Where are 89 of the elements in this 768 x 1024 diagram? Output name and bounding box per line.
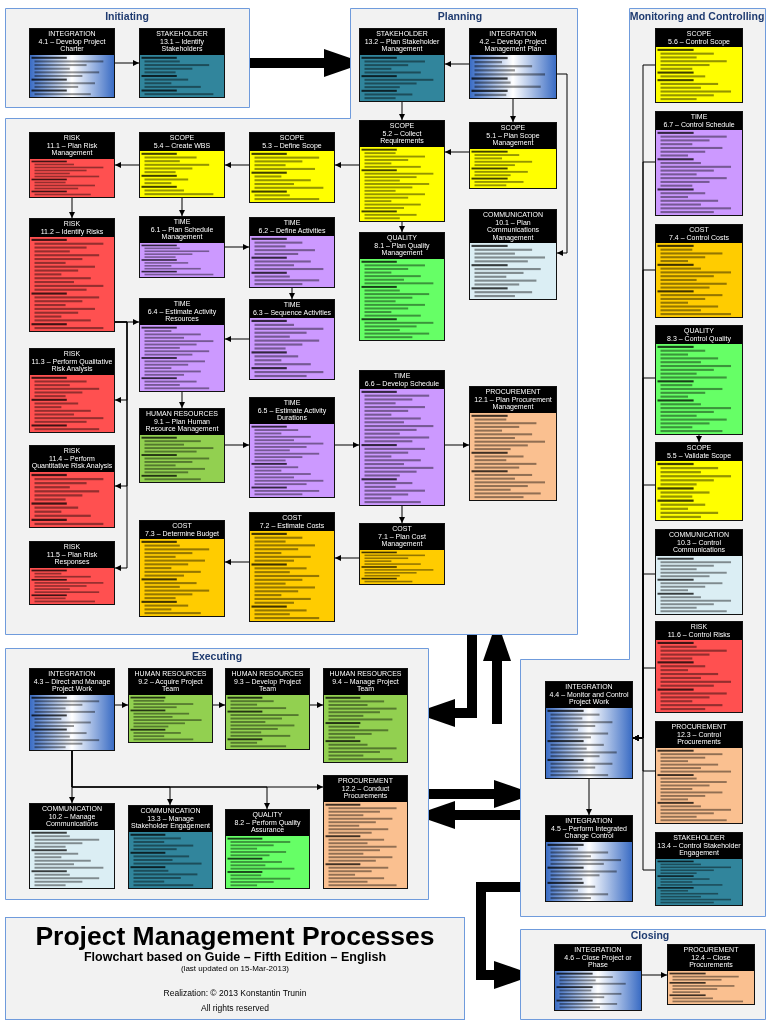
arrow xyxy=(69,197,75,219)
process-box xyxy=(249,397,335,498)
subtitle: Flowchart based on Guide – Fifth Edition – English xyxy=(83,951,387,965)
arrow xyxy=(399,505,405,524)
arrow xyxy=(114,702,129,708)
arrow xyxy=(224,559,250,565)
arrow xyxy=(586,778,592,816)
arrow xyxy=(444,442,470,448)
process-box xyxy=(128,805,213,889)
arrow xyxy=(696,434,702,443)
process-box xyxy=(655,442,743,521)
process-box xyxy=(29,132,115,198)
arrow xyxy=(114,321,128,571)
process-box xyxy=(655,224,743,318)
arrow xyxy=(632,735,656,871)
arrow xyxy=(114,60,140,66)
arrow xyxy=(179,391,185,409)
process-box xyxy=(139,132,225,198)
process-box xyxy=(29,28,115,98)
arrow xyxy=(641,972,668,978)
phase-title: Executing xyxy=(191,650,243,662)
arrow xyxy=(114,162,140,168)
process-box xyxy=(29,348,115,433)
phase-title: Initiating xyxy=(105,10,149,22)
process-box xyxy=(249,132,335,203)
arrow xyxy=(212,702,226,708)
phase-title: Closing xyxy=(630,929,670,941)
process-box xyxy=(29,803,115,889)
phase-title: Monitoring and Controlling xyxy=(629,10,765,22)
process-box xyxy=(29,541,115,605)
process-box xyxy=(225,809,310,889)
process-box xyxy=(655,721,743,824)
process-box xyxy=(469,28,557,99)
process-box xyxy=(139,28,225,98)
process-box xyxy=(554,944,642,1011)
process-box xyxy=(323,668,408,763)
process-box xyxy=(139,520,225,617)
arrow xyxy=(556,73,568,256)
process-box xyxy=(359,120,445,222)
process-box xyxy=(225,668,310,750)
process-box xyxy=(655,832,743,906)
process-box xyxy=(469,386,557,501)
arrow xyxy=(334,442,360,448)
arrow xyxy=(444,149,470,155)
arrow xyxy=(510,98,516,123)
arrow xyxy=(334,555,360,561)
arrow xyxy=(179,197,185,217)
process-box xyxy=(323,775,408,889)
process-box xyxy=(29,445,115,528)
arrow xyxy=(224,442,250,448)
process-box xyxy=(29,218,115,332)
rights-note: All rights reserved xyxy=(201,1004,269,1014)
arrow xyxy=(334,162,360,168)
process-box xyxy=(655,529,743,615)
arrow xyxy=(224,336,250,342)
arrow xyxy=(71,750,324,790)
process-box xyxy=(469,209,557,300)
arrow xyxy=(289,287,295,300)
process-box xyxy=(249,512,335,622)
arrow xyxy=(399,101,405,121)
process-box xyxy=(545,815,633,902)
main-title: Project Management Processes xyxy=(35,922,435,952)
arrow xyxy=(309,702,324,708)
arrow xyxy=(224,244,250,250)
process-box xyxy=(655,28,743,103)
process-box xyxy=(655,111,743,216)
process-box xyxy=(359,370,445,506)
process-box xyxy=(139,298,225,392)
arrow xyxy=(444,61,470,67)
title-panel xyxy=(5,917,465,1020)
process-box xyxy=(359,523,445,585)
process-box xyxy=(359,28,445,102)
process-box xyxy=(139,216,225,278)
process-box xyxy=(655,325,743,435)
phase-title: Planning xyxy=(437,10,483,22)
process-box xyxy=(359,232,445,341)
process-box xyxy=(29,668,115,751)
process-box xyxy=(128,668,213,743)
process-box xyxy=(667,944,755,1005)
arrow xyxy=(224,162,250,168)
process-box xyxy=(249,299,335,380)
arrow xyxy=(399,221,405,233)
update-note: (last updated on 15-Mar-2013) xyxy=(180,965,290,974)
process-box xyxy=(655,621,743,713)
process-box xyxy=(545,681,633,779)
process-box xyxy=(249,217,335,288)
process-box xyxy=(469,122,557,189)
process-box xyxy=(139,408,225,483)
credit-line: Realization: © 2013 Konstantin Trunin xyxy=(163,989,307,999)
